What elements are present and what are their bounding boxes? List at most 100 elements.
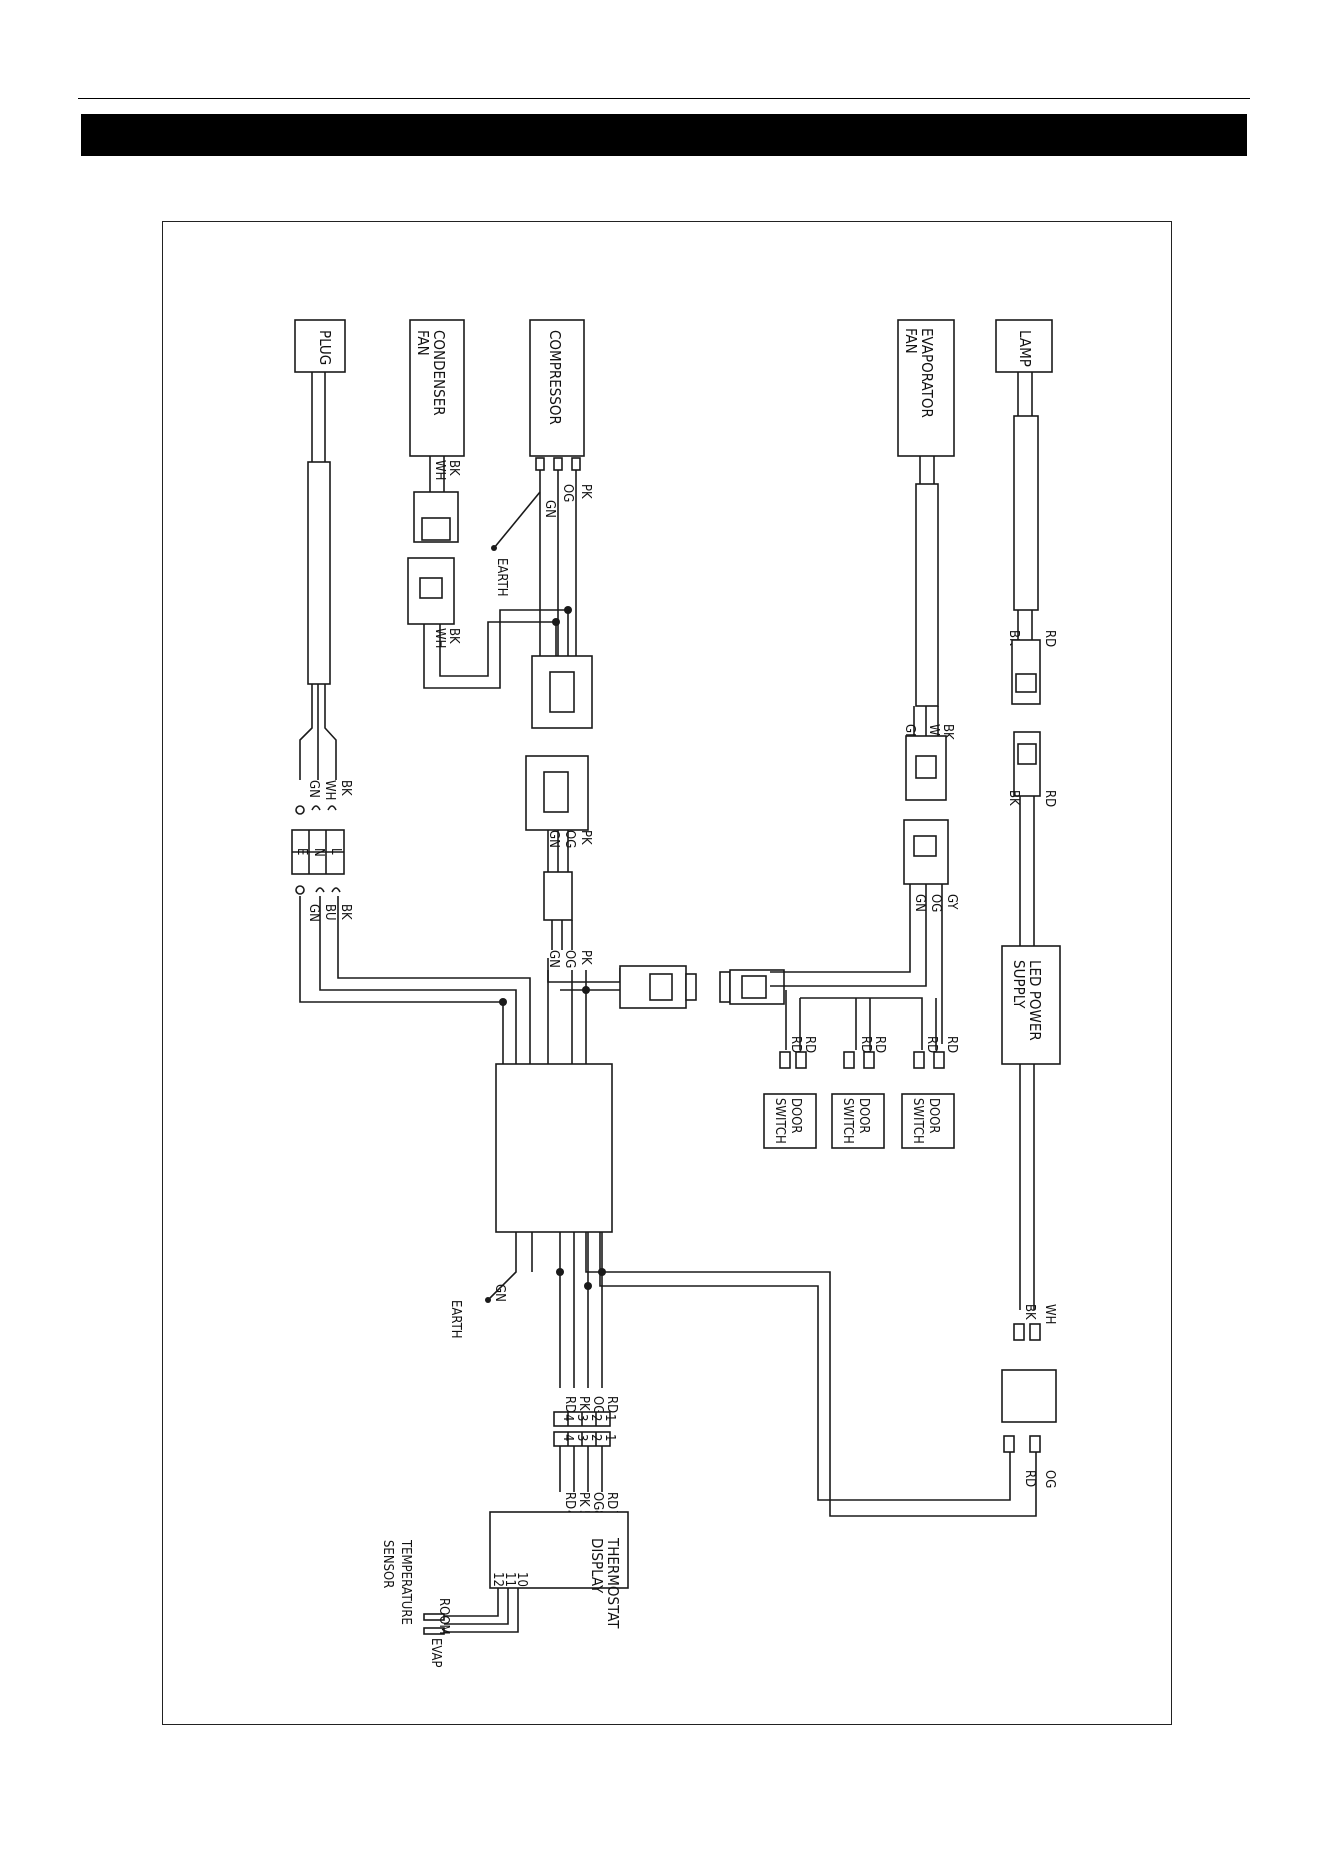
td-pin-12: 12 (490, 1572, 505, 1587)
evap-fan-label-2: FAN (902, 328, 920, 354)
evap-label: EVAP (428, 1638, 443, 1668)
ds1-label-1: DOOR (788, 1098, 803, 1134)
pin-3-a: 3 (574, 1414, 589, 1421)
compressor-label: COMPRESSOR (546, 330, 564, 425)
plug-l-fork (327, 805, 337, 811)
tc-og-top: OG (590, 1396, 605, 1414)
led-ps-label-2: SUPPLY (1010, 960, 1028, 1009)
terminal-l: L (328, 848, 343, 855)
compressor-earth-label: EARTH (494, 558, 509, 597)
lamp-box (995, 319, 1053, 373)
pin-1-a: 1 (602, 1414, 617, 1421)
comp-pk-label-3: PK (578, 950, 593, 965)
comp-pk-label: PK (578, 484, 593, 499)
lamp-bk-label-2: BK (1006, 790, 1021, 806)
ds2-label-1: DOOR (856, 1098, 871, 1134)
thermostat-label-2: DISPLAY (588, 1538, 606, 1594)
cf-bk-label: BK (446, 460, 461, 476)
led-power-supply (1001, 945, 1061, 1065)
evap-fan-cord-sleeve (915, 483, 939, 707)
cf-wh-label: WH (432, 460, 447, 480)
condenser-fan-label-2: FAN (414, 330, 432, 356)
tc-rd-top: RD (604, 1396, 619, 1413)
lamp-label: LAMP (1016, 330, 1034, 367)
terminal-block: L N E GN BU BK (291, 829, 531, 1064)
pin-4-a: 4 (560, 1414, 575, 1421)
thermostat-connector: RD OG PK RD 1 2 3 4 1 2 3 4 (553, 1396, 619, 1492)
plug-label: PLUG (316, 330, 334, 365)
controller: GN EARTH (448, 1063, 613, 1388)
led-og-label: OG (1042, 1470, 1057, 1488)
plug-gn-label: GN (306, 780, 321, 798)
compressor-box (529, 319, 585, 457)
condenser-fan-component: CONDENSER FAN BK WH BK WH (407, 319, 572, 689)
lamp-plug (1011, 639, 1041, 705)
plug-cord-sleeve (307, 461, 331, 685)
cf-bk-label-2: BK (446, 628, 461, 644)
temp-sensor-label-2: SENSOR (380, 1540, 395, 1588)
ds3-label-1: DOOR (926, 1098, 941, 1134)
evap-fan-label-1: EVAPORATOR (918, 328, 936, 418)
center-connector (547, 958, 785, 1009)
top-rule (78, 98, 1250, 99)
ds2-rd-b: RD (872, 1036, 887, 1053)
ef-gn-label-2: GN (912, 894, 927, 912)
lamp-rd-label-2: RD (1042, 790, 1057, 807)
plug-earth-ring (295, 805, 305, 815)
led-bk-label: BK (1022, 1304, 1037, 1320)
pin-1-b: 1 (602, 1434, 617, 1441)
plug-box (294, 319, 346, 373)
td-og-8: OG (590, 1492, 605, 1510)
led-ps-label-1: LED POWER (1026, 960, 1044, 1041)
tb-bk-label: BK (338, 904, 353, 920)
td-rd-7: RD (604, 1492, 619, 1509)
ds2-label-2: SWITCH (840, 1098, 855, 1144)
led-driver-box (1001, 1369, 1057, 1423)
plug-component: PLUG BK WH GN (294, 319, 353, 815)
td-pin-10: 10 (514, 1572, 529, 1587)
door-switch-3 (901, 1093, 955, 1149)
comp-gn-label-3: GN (546, 950, 561, 968)
tc-pk-top: PK (576, 1396, 591, 1411)
ds1-rd-a: RD (788, 1036, 803, 1053)
pin-4-b: 4 (560, 1434, 575, 1441)
lamp-rd-label: RD (1042, 630, 1057, 647)
plug-n-fork (311, 805, 321, 811)
led-rd-label: RD (1022, 1470, 1037, 1487)
condenser-fan-box (409, 319, 465, 457)
door-switches: RD RD RD RD RD RD DOOR SWITCH DOOR SWITC… (763, 990, 959, 1149)
controller-earth-label: EARTH (448, 1300, 463, 1339)
evaporator-fan-box (897, 319, 955, 457)
thermostat-label-1: THERMOSTAT (604, 1537, 622, 1629)
room-label: ROOM (436, 1598, 451, 1635)
door-switch-2 (831, 1093, 885, 1149)
tb-bu-label: BU (322, 904, 337, 921)
lamp-cord-sleeve (1013, 415, 1039, 611)
thermostat-display-box (489, 1511, 629, 1589)
pin-2-b: 2 (588, 1434, 603, 1441)
pin-2-a: 2 (588, 1414, 603, 1421)
terminal-n: N (311, 848, 326, 857)
controller-box (495, 1063, 613, 1233)
door-switch-1 (763, 1093, 817, 1149)
evap-sensor (423, 1627, 445, 1635)
controller-gn-label: GN (492, 1284, 507, 1302)
ds2-rd-a: RD (858, 1036, 873, 1053)
pin-3-b: 3 (574, 1434, 589, 1441)
evaporator-fan-component: EVAPORATOR FAN BK WH GN GY OG GN (770, 319, 959, 1044)
terminal-e: E (294, 848, 309, 855)
thermostat-display: RD OG PK RD 7 8 5 4 THERMOSTAT DISPLAY 1… (380, 1492, 629, 1668)
ef-og-label: OG (928, 894, 943, 912)
compressor-component: COMPRESSOR PK OG GN EARTH PK OG GN PK OG… (491, 319, 593, 1064)
room-sensor (423, 1613, 445, 1621)
ds1-label-2: SWITCH (772, 1098, 787, 1144)
ds3-rd-b: RD (944, 1036, 959, 1053)
temp-sensor-label-1: TEMPERATURE (398, 1539, 413, 1625)
plug-bk-label: BK (338, 780, 353, 796)
td-pin-11: 11 (502, 1572, 517, 1587)
tc-rd-top-2: RD (562, 1396, 577, 1413)
comp-og-label: OG (560, 484, 575, 502)
led-wh-label: WH (1042, 1304, 1057, 1324)
comp-og-label-3: OG (562, 950, 577, 968)
